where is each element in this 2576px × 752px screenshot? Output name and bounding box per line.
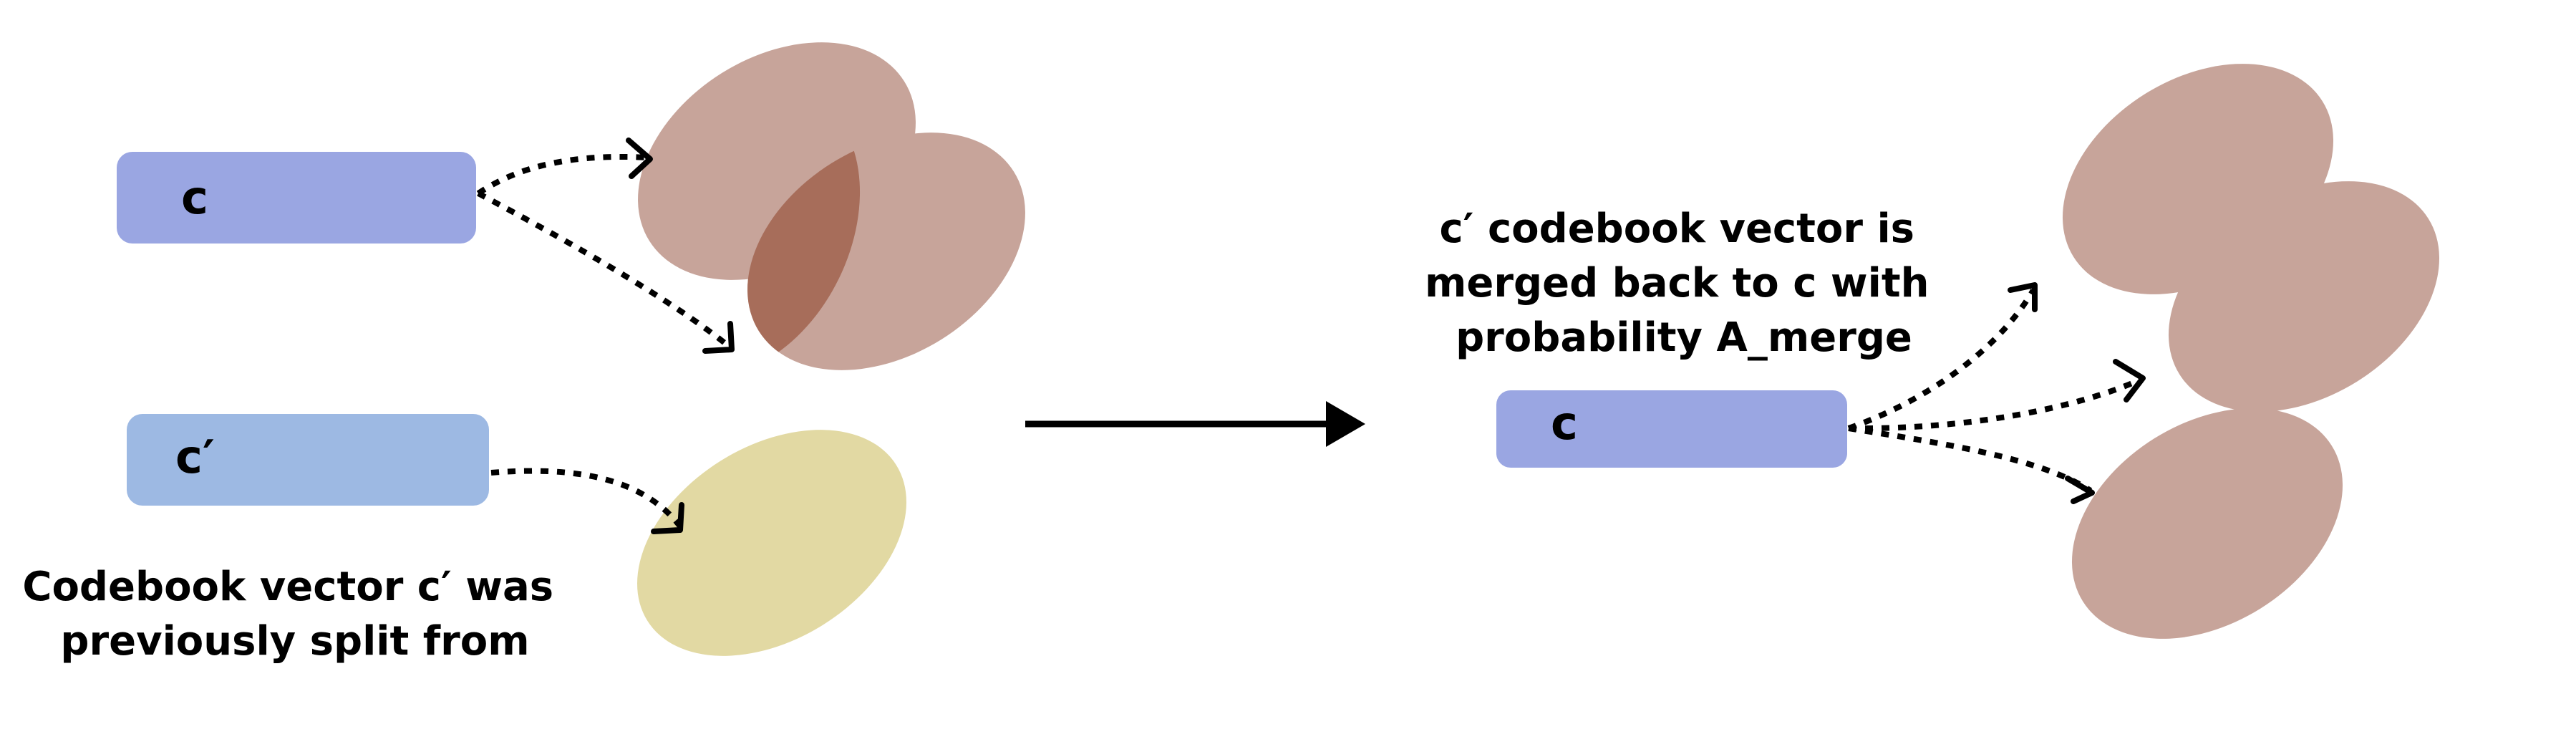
cluster-merged-middle bbox=[2168, 181, 2440, 412]
arrow-head-upper bbox=[626, 138, 653, 179]
right-caption: c′ codebook vector is merged back to c w… bbox=[1425, 206, 1943, 361]
arrow-head-top bbox=[2008, 282, 2038, 312]
cluster-merged-bottom bbox=[2071, 408, 2343, 639]
arrow-c-prime-to-cluster bbox=[490, 468, 683, 529]
codebook-box-c-prime-label: c′ bbox=[175, 431, 215, 484]
arrow-head-middle bbox=[2113, 359, 2146, 402]
left-panel: c c′ Codebook vector c′ was previously s… bbox=[22, 42, 1025, 665]
arrow-merged-to-top-cluster bbox=[1847, 288, 2036, 431]
arrow-merged-to-bottom-cluster bbox=[1848, 425, 2093, 493]
right-panel: c′ codebook vector is merged back to c w… bbox=[1425, 64, 2440, 639]
dotted-arrows-right bbox=[1847, 288, 2142, 493]
transition-arrow bbox=[1025, 401, 1365, 447]
left-caption-line-1: Codebook vector c′ was bbox=[22, 564, 553, 610]
arrow-heads-left bbox=[626, 138, 735, 534]
arrow-c-to-lower-cluster bbox=[477, 191, 732, 350]
arrow-head-bottom bbox=[2065, 476, 2095, 504]
cluster-c-prime bbox=[637, 430, 906, 656]
left-caption: Codebook vector c′ was previously split … bbox=[22, 564, 567, 665]
arrow-merged-to-middle-cluster bbox=[1848, 377, 2142, 432]
dotted-arrows-left bbox=[476, 153, 732, 529]
right-caption-line-3: probability A_merge bbox=[1456, 314, 1912, 361]
right-caption-line-1: c′ codebook vector is bbox=[1439, 206, 1914, 252]
arrow-head-c-prime bbox=[651, 502, 684, 534]
codebook-box-c-merged-label: c bbox=[1551, 397, 1578, 450]
right-caption-line-2: merged back to c with bbox=[1425, 260, 1929, 307]
arrow-head-lower bbox=[702, 321, 735, 354]
arrow-c-to-upper-cluster bbox=[476, 153, 649, 196]
codebook-box-c-prime bbox=[127, 414, 489, 506]
transition-arrow-head bbox=[1326, 401, 1365, 447]
codebook-box-c bbox=[117, 152, 476, 244]
left-caption-line-2: previously split from bbox=[60, 618, 529, 665]
codebook-box-c-merged bbox=[1496, 390, 1847, 468]
codebook-box-c-label: c bbox=[181, 172, 208, 225]
arrow-heads-right bbox=[2008, 282, 2146, 504]
